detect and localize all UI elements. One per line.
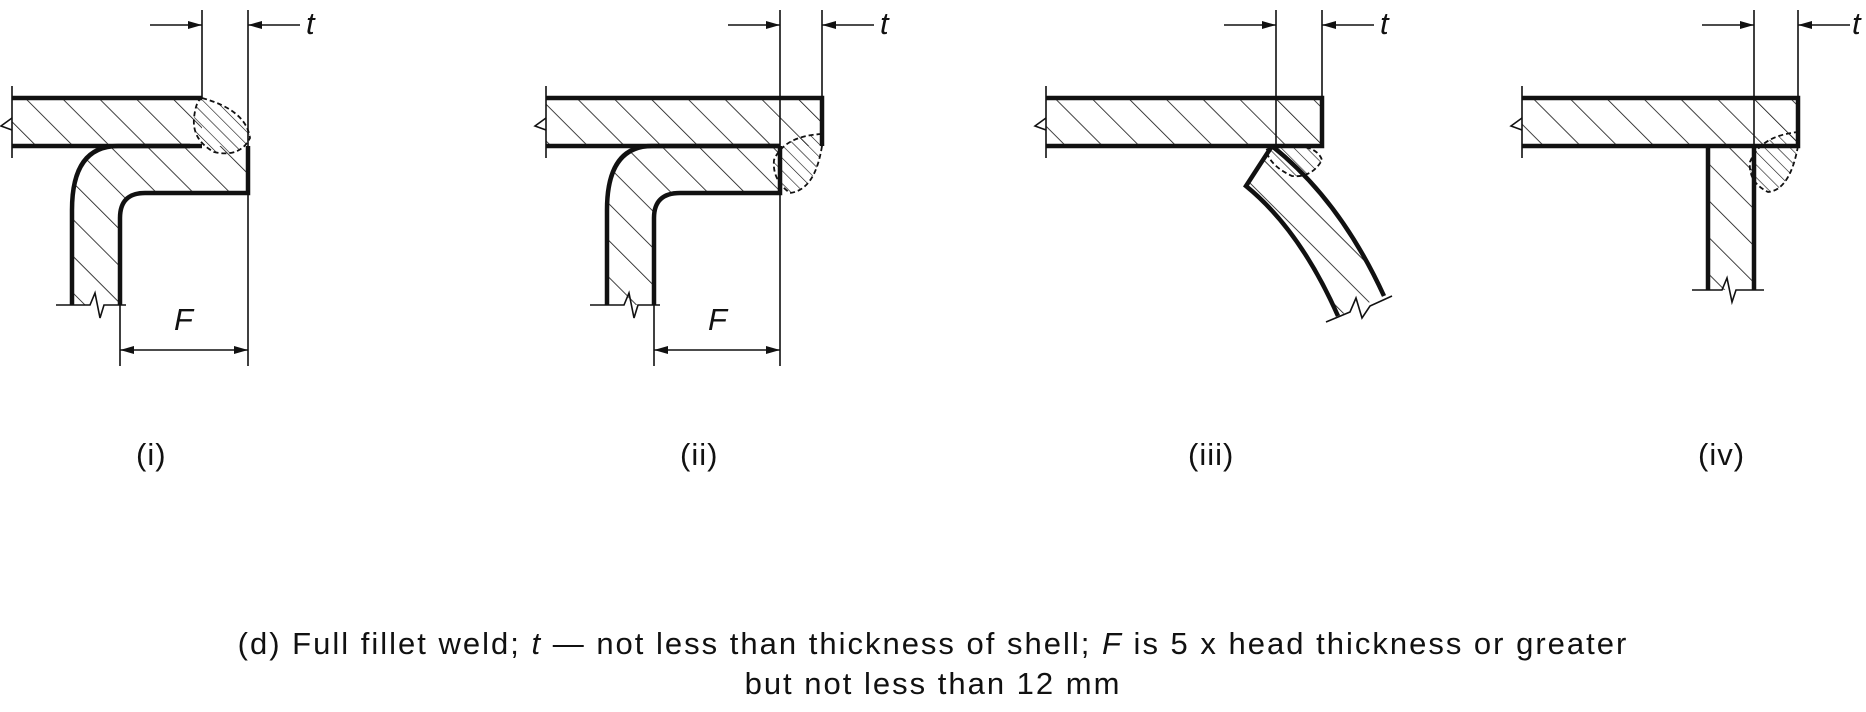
t-label: t: [306, 6, 316, 41]
f-label: F: [174, 302, 195, 337]
caption-middle: — not less than thickness of shell;: [542, 626, 1102, 661]
fillet-weld: [1264, 144, 1323, 178]
panel-label-i: (i): [136, 437, 167, 472]
caption-line-2: but not less than 12 mm: [744, 666, 1122, 701]
panel-iv: t (iv): [1509, 6, 1862, 472]
caption-suffix: is 5 x head thickness or greater: [1122, 626, 1629, 661]
caption-prefix: (d) Full fillet weld;: [237, 626, 532, 661]
f-dimension: F: [653, 193, 781, 366]
caption-line-1: (d) Full fillet weld; t — not less than …: [0, 624, 1866, 664]
t-label: t: [1380, 6, 1390, 41]
panel-label-iv: (iv): [1698, 437, 1745, 472]
shell-plate: [1509, 86, 1801, 158]
figure-caption: (d) Full fillet weld; t — not less than …: [0, 624, 1866, 704]
panel-ii: t F (ii): [533, 6, 890, 472]
t-dimension: t: [728, 6, 890, 146]
fillet-weld: [1748, 130, 1799, 193]
t-dimension: t: [1702, 6, 1862, 146]
panel-label-iii: (iii): [1188, 437, 1234, 472]
fillet-weld: [772, 133, 823, 194]
curved-head: [1243, 144, 1393, 323]
fillet-weld: [192, 97, 251, 155]
weld-diagram: t F (i): [0, 6, 1862, 472]
straight-head: [1692, 146, 1764, 306]
t-dimension: t: [150, 6, 316, 146]
caption-f-symbol: F: [1102, 626, 1123, 661]
flanged-head: [56, 143, 251, 319]
shell-plate: [0, 86, 202, 158]
t-label: t: [1852, 6, 1862, 41]
t-dimension: t: [1224, 6, 1390, 146]
flanged-head: [590, 143, 783, 319]
caption-t-symbol: t: [531, 626, 543, 661]
f-dimension: F: [119, 193, 249, 366]
f-label: F: [708, 302, 729, 337]
t-label: t: [880, 6, 890, 41]
panel-label-ii: (ii): [680, 437, 718, 472]
panel-iii: t (iii): [1033, 6, 1393, 472]
panel-i: t F (i): [0, 6, 316, 472]
